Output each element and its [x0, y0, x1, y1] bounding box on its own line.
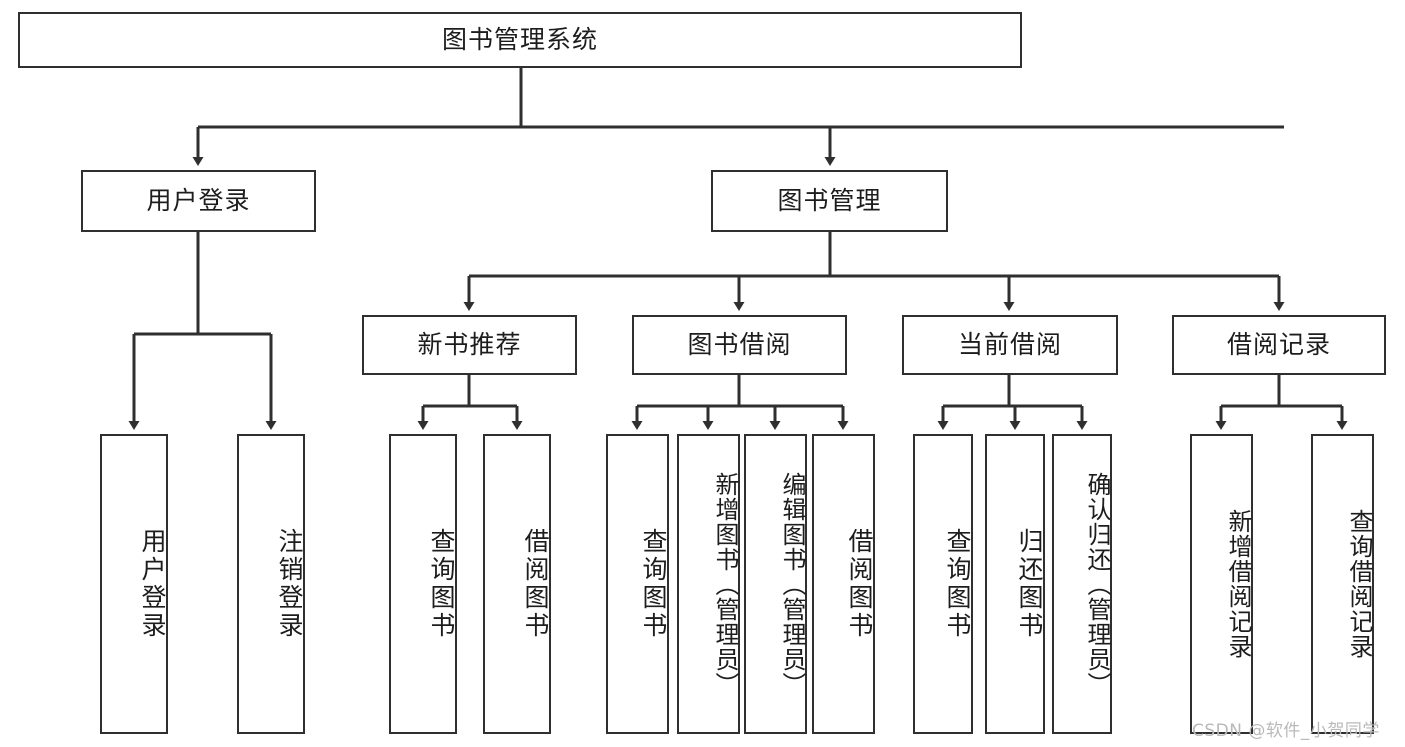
node-book-borrow[interactable]: 图书借阅 — [632, 315, 847, 375]
node-user-login[interactable]: 用户登录 — [81, 170, 316, 232]
leaf-edit-book-admin[interactable]: 编辑图书（管理员） — [744, 434, 807, 734]
leaf-search-book-borrow-label: 查询图书 — [639, 528, 668, 640]
leaf-edit-book-admin-label: 编辑图书（管理员） — [778, 471, 806, 697]
node-user-login-label: 用户登录 — [146, 186, 251, 216]
leaf-user-login-label: 用户登录 — [138, 528, 167, 640]
node-new-book-recommend-label: 新书推荐 — [417, 330, 522, 360]
leaf-add-book-admin[interactable]: 新增图书（管理员） — [677, 434, 740, 734]
node-root[interactable]: 图书管理系统 — [18, 12, 1022, 68]
node-current-borrow[interactable]: 当前借阅 — [902, 315, 1118, 375]
leaf-borrow-book-label: 借阅图书 — [845, 528, 874, 640]
watermark: CSDN @软件_小贺同学 — [1192, 721, 1380, 741]
leaf-user-login[interactable]: 用户登录 — [100, 434, 168, 734]
leaf-search-book-current-label: 查询图书 — [943, 528, 972, 640]
leaf-search-book-current[interactable]: 查询图书 — [913, 434, 973, 734]
leaf-search-borrow-record-label: 查询借阅记录 — [1345, 509, 1373, 659]
leaf-logout[interactable]: 注销登录 — [237, 434, 305, 734]
leaf-logout-label: 注销登录 — [275, 528, 304, 640]
node-new-book-recommend[interactable]: 新书推荐 — [362, 315, 577, 375]
node-root-label: 图书管理系统 — [441, 25, 598, 55]
leaf-search-borrow-record[interactable]: 查询借阅记录 — [1311, 434, 1374, 734]
leaf-return-book[interactable]: 归还图书 — [985, 434, 1045, 734]
leaf-borrow-book-recommend-label: 借阅图书 — [521, 528, 550, 640]
node-book-management[interactable]: 图书管理 — [711, 170, 948, 232]
node-book-borrow-label: 图书借阅 — [687, 330, 792, 360]
node-borrow-record-label: 借阅记录 — [1226, 330, 1331, 360]
leaf-add-borrow-record-label: 新增借阅记录 — [1224, 509, 1252, 659]
leaf-add-borrow-record[interactable]: 新增借阅记录 — [1190, 434, 1253, 734]
leaf-search-book-recommend-label: 查询图书 — [427, 528, 456, 640]
leaf-borrow-book[interactable]: 借阅图书 — [812, 434, 875, 734]
leaf-return-book-label: 归还图书 — [1015, 528, 1044, 640]
node-book-management-label: 图书管理 — [777, 186, 882, 216]
leaf-add-book-admin-label: 新增图书（管理员） — [711, 471, 739, 697]
leaf-search-book-recommend[interactable]: 查询图书 — [389, 434, 457, 734]
leaf-search-book-borrow[interactable]: 查询图书 — [606, 434, 669, 734]
leaf-borrow-book-recommend[interactable]: 借阅图书 — [483, 434, 551, 734]
leaf-confirm-return-admin-label: 确认归还（管理员） — [1083, 471, 1111, 697]
node-borrow-record[interactable]: 借阅记录 — [1172, 315, 1386, 375]
leaf-confirm-return-admin[interactable]: 确认归还（管理员） — [1052, 434, 1112, 734]
node-current-borrow-label: 当前借阅 — [957, 330, 1062, 360]
